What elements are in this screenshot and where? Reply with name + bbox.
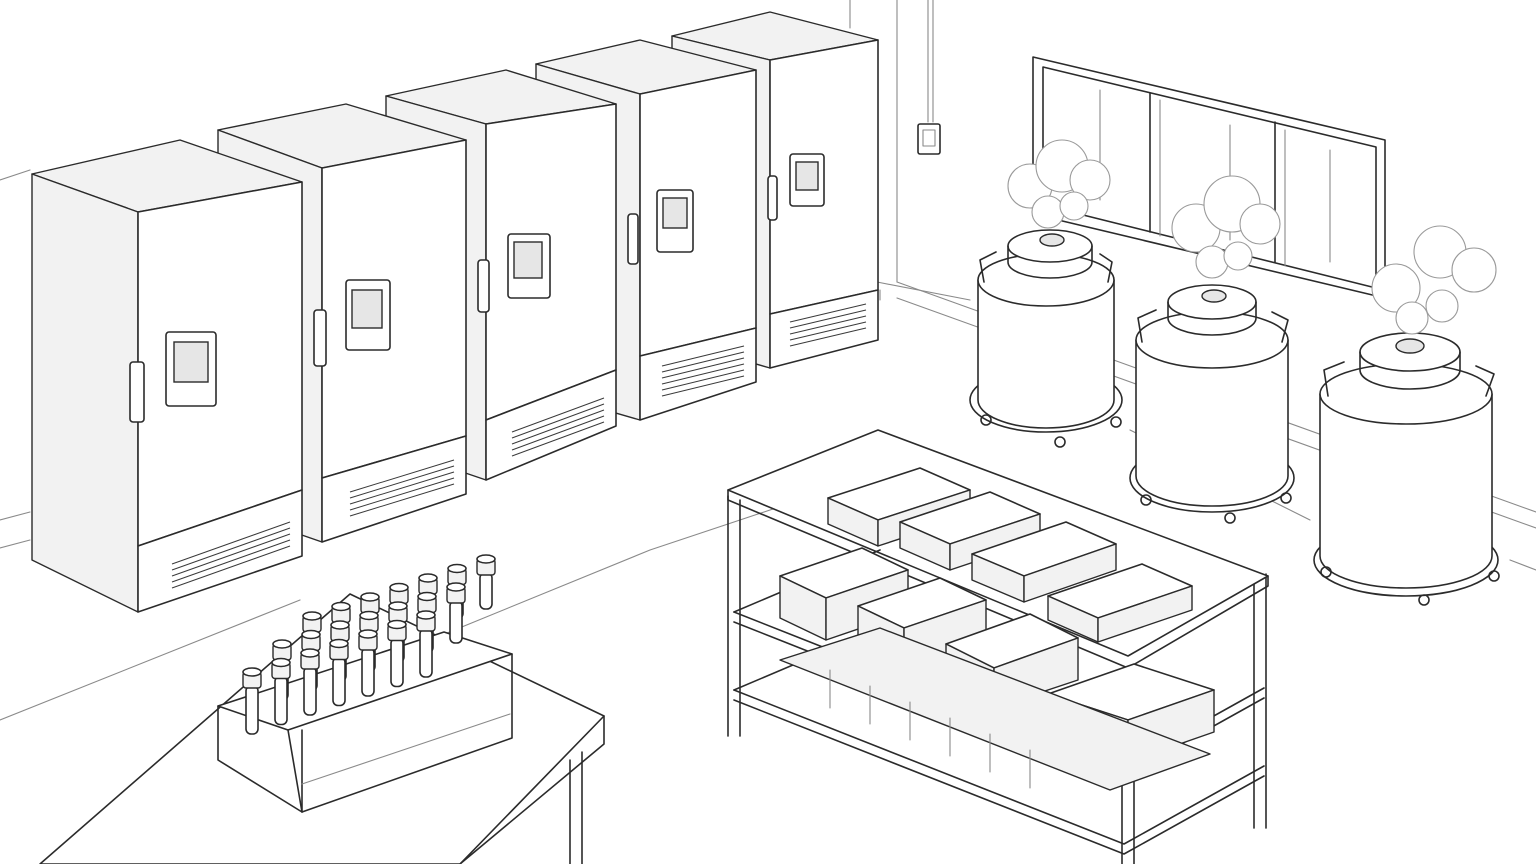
test-tube (271, 657, 291, 726)
test-tube (446, 582, 466, 644)
freezer-1 (31, 139, 303, 613)
test-tube (358, 629, 378, 697)
storage-files-bottom (779, 627, 1211, 791)
wall-junction-box (917, 0, 941, 155)
test-tubes (242, 554, 496, 735)
cryo-dewar-3-vapor (1371, 225, 1497, 335)
test-tube (416, 610, 436, 678)
front-table (39, 593, 605, 864)
cryo-dewar-3 (1313, 332, 1500, 606)
test-tube (242, 667, 262, 735)
test-tube (329, 638, 349, 707)
test-tube (387, 619, 407, 688)
cryo-dewar-2-vapor (1171, 175, 1281, 279)
cryo-dewar-2 (1129, 284, 1295, 524)
test-tube (300, 648, 320, 716)
window (1032, 56, 1386, 299)
cryo-dewar-1-vapor (1007, 139, 1111, 229)
test-tube (476, 554, 496, 610)
cryo-dewar-1 (969, 229, 1123, 448)
storage-boxes-top (827, 467, 1193, 643)
